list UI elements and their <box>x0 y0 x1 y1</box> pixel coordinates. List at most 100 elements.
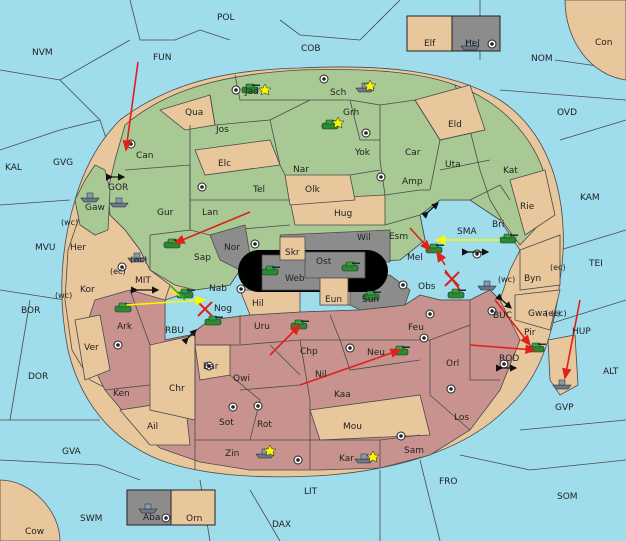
territory-hil <box>239 289 301 316</box>
sea-gvg: GVG <box>53 158 73 168</box>
territory-chr <box>149 334 196 421</box>
terr-zin: Zin <box>225 449 239 459</box>
terr-sot: Sot <box>219 418 234 428</box>
orders-yellow <box>125 235 500 306</box>
terr-sap: Sap <box>194 253 211 263</box>
terr-olk: Olk <box>305 185 321 195</box>
territory-skr <box>279 236 306 261</box>
coast-mark-3: (wc) <box>55 291 72 300</box>
terr-gaw: Gaw <box>85 203 105 213</box>
gray-labels: Hel Aba Ost Skr Web Sun Orn <box>143 39 480 524</box>
terr-kar: Kar <box>339 454 354 464</box>
terr-nor: Nor <box>224 243 240 253</box>
terr-yok: Yok <box>354 148 371 158</box>
terr-eun: Eun <box>325 295 342 305</box>
strait-labels: GOR MIT RBU SMA BUC ROD HUP GVP <box>108 183 591 413</box>
terr-jad: Jad <box>244 87 259 97</box>
coast-mark-4: (wc) <box>130 255 147 264</box>
terr-feu: Feu <box>408 323 424 333</box>
terr-ken: Ken <box>113 389 130 399</box>
territory-gwa <box>514 289 561 331</box>
coast-mark-2: (ec) <box>110 267 126 276</box>
red-labels: Ark Nab Nog Uru Chp Feu Neu Orl Qwi Nil … <box>113 253 536 464</box>
sea-mvu: MVU <box>35 243 56 253</box>
coast-mark-6: (wc) <box>498 275 515 284</box>
sea-dax: DAX <box>272 520 291 530</box>
terr-ail: Ail <box>147 422 158 432</box>
terr-mel: Mel <box>407 253 423 263</box>
sea-kam: KAM <box>580 193 600 203</box>
coast-mark-8: (ec) <box>545 309 561 318</box>
terr-ark: Ark <box>117 322 133 332</box>
terr-hug: Hug <box>334 209 352 219</box>
strait-gor: GOR <box>108 183 128 193</box>
territory-mou <box>309 394 431 441</box>
sea-swm: SWM <box>80 514 102 524</box>
sea-nom: NOM <box>531 54 553 64</box>
strait-mit: MIT <box>135 276 151 286</box>
terr-sam: Sam <box>404 446 424 456</box>
terr-bar: Bar <box>203 362 219 372</box>
terr-bri: Bri <box>492 220 504 230</box>
stars <box>258 79 380 463</box>
terr-web: Web <box>285 274 305 284</box>
sea-gva: GVA <box>62 447 82 457</box>
green-borders <box>124 74 511 270</box>
strait-hup: HUP <box>572 327 591 337</box>
strait-rod: ROD <box>499 354 519 364</box>
strait-sma: SMA <box>457 227 477 237</box>
territory-byn <box>519 234 561 291</box>
terr-gwa: Gwa <box>528 309 548 319</box>
offmap-box-ne <box>406 15 501 52</box>
sea-som: SOM <box>557 492 578 502</box>
terr-kaa: Kaa <box>334 390 351 400</box>
strait-arrows <box>106 173 518 372</box>
terr-chr: Chr <box>169 384 185 394</box>
terr-orn: Orn <box>186 514 202 524</box>
sea-alt: ALT <box>603 367 619 377</box>
terr-esm: Esm <box>389 232 408 242</box>
terr-neu: Neu <box>367 348 385 358</box>
terr-can: Can <box>136 151 154 161</box>
terr-nil: Nil <box>315 370 327 380</box>
terr-chp: Chp <box>300 347 318 357</box>
terr-wil: Wil <box>357 233 371 243</box>
terr-aba: Aba <box>143 513 160 523</box>
sea-ovd: OVD <box>557 108 577 118</box>
terr-hil: Hil <box>252 299 264 309</box>
terr-sun: Sun <box>362 295 379 305</box>
sea-cob: COB <box>301 44 321 54</box>
terr-ost: Ost <box>316 257 332 267</box>
sea-fro: FRO <box>439 477 458 487</box>
terr-mou: Mou <box>343 422 362 432</box>
terr-jos: Jos <box>215 125 229 135</box>
sea-dor: DOR <box>28 372 48 382</box>
sea-pol: POL <box>217 13 235 23</box>
territory-olk <box>284 174 356 206</box>
terr-nab: Nab <box>209 284 227 294</box>
sea-labels: POL NVM FUN COB NOM Con OVD KAL GVG KAM … <box>5 13 619 537</box>
terr-kor: Kor <box>80 285 95 295</box>
territory-ost <box>304 251 366 279</box>
coast-mark-5: (ec) <box>550 263 566 272</box>
terr-kat: Kat <box>503 166 518 176</box>
coast-mark-7: (ec) <box>551 309 567 318</box>
green-labels: Jad Sch Qua Jos Grh Eld Can Yok Car Elc … <box>85 87 535 263</box>
territory-rie <box>509 169 556 236</box>
terr-gur: Gur <box>157 208 174 218</box>
terr-qwi: Qwi <box>233 374 250 384</box>
terr-her: Her <box>70 243 86 253</box>
orders-red <box>122 61 581 386</box>
order-green <box>169 284 186 301</box>
terr-skr: Skr <box>285 248 300 258</box>
terr-hel: Hel <box>465 39 480 49</box>
terr-car: Car <box>405 148 421 158</box>
territory-ver <box>74 314 111 381</box>
terr-amp: Amp <box>402 177 423 187</box>
sea-tei: TEI <box>588 259 603 269</box>
terr-lan: Lan <box>202 208 218 218</box>
terr-uru: Uru <box>254 322 270 332</box>
sea-kal: KAL <box>5 163 22 173</box>
terr-uta: Uta <box>445 160 461 170</box>
